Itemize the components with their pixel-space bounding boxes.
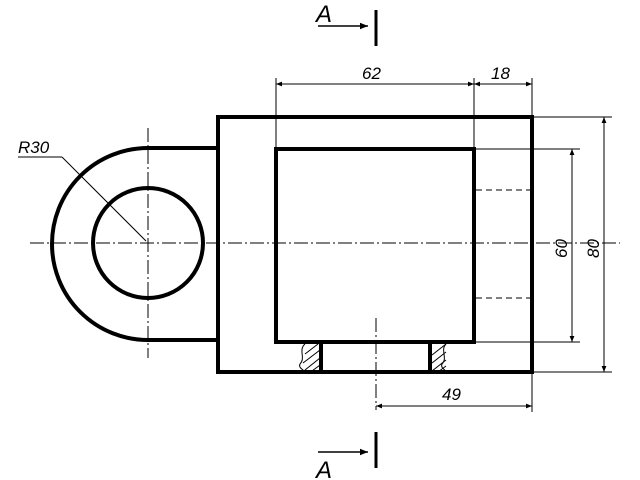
dim-label-62: 62 <box>362 64 381 83</box>
dimension-49: 49 <box>376 372 533 412</box>
radius-label: R30 <box>18 138 50 157</box>
dim-label-80: 80 <box>584 239 603 258</box>
dimension-80: 80 <box>532 116 612 373</box>
section-marker-bottom: A <box>314 432 378 480</box>
section-label-top: A <box>314 1 332 28</box>
dim-label-60: 60 <box>552 239 571 258</box>
dimension-62: 62 <box>275 64 475 149</box>
lug-outline <box>50 146 218 342</box>
hidden-lines <box>476 189 532 299</box>
dimension-18: 18 <box>474 64 533 117</box>
dim-label-49: 49 <box>442 385 461 404</box>
dimension-60: 60 <box>474 148 580 343</box>
dim-label-18: 18 <box>491 64 510 83</box>
body-outline <box>216 115 534 374</box>
section-hatching <box>299 343 447 373</box>
center-lines <box>30 128 620 410</box>
section-label-bottom: A <box>314 457 332 480</box>
radius-annotation: R30 <box>18 138 147 242</box>
section-marker-top: A <box>314 1 378 46</box>
inner-cavity <box>274 147 476 344</box>
